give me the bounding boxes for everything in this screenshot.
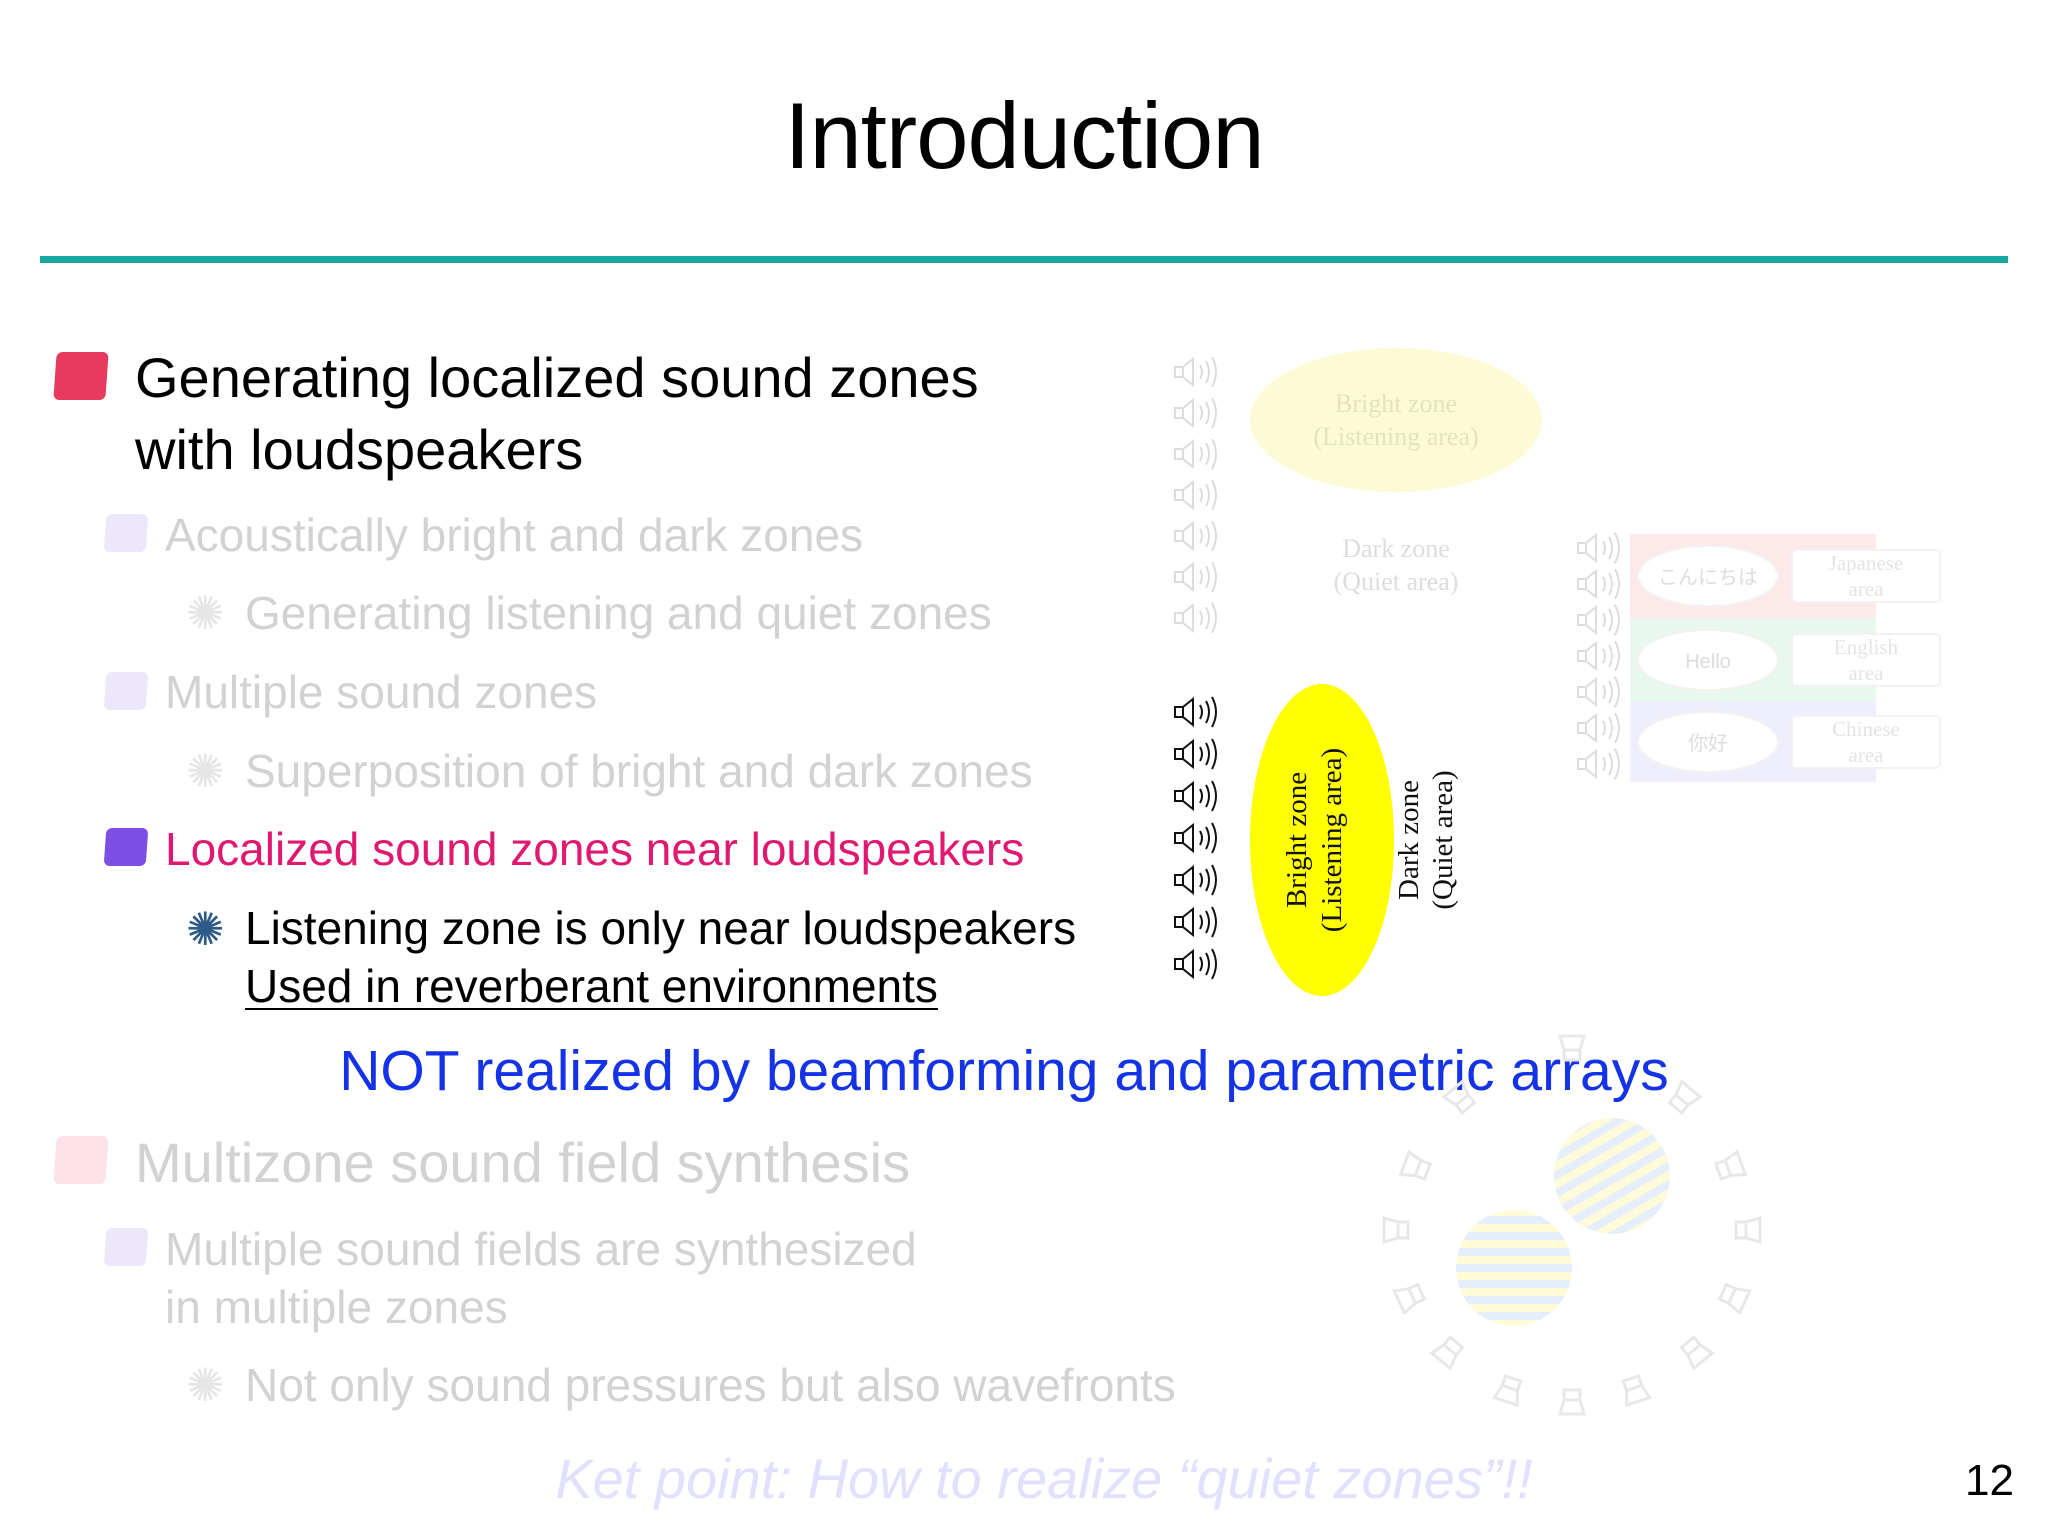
bullet-1b: Multiple sound zones	[165, 666, 598, 718]
loudspeaker-icon	[1491, 1374, 1523, 1408]
speech-bubble	[1637, 711, 1779, 773]
area-label-japanese-2: area	[1849, 577, 1885, 601]
bubble-text-english: Hello	[1685, 651, 1731, 673]
star-bullet-icon: ✺	[186, 587, 225, 639]
bullet-1-line-1: Generating localized sound zones	[135, 346, 979, 409]
bubble-text-japanese: こんにちは	[1658, 565, 1758, 589]
loudspeaker-icon	[1713, 1149, 1748, 1181]
bullet-2: Multizone sound field synthesis	[135, 1131, 911, 1194]
loudspeaker-icon	[1174, 561, 1217, 593]
loudspeaker-icon	[1174, 397, 1217, 429]
loudspeaker-icon	[1679, 1335, 1715, 1371]
loudspeaker-icon	[1577, 676, 1620, 708]
square-bullet-icon	[53, 352, 109, 400]
loudspeaker-icon	[1174, 356, 1217, 388]
loudspeaker-icon	[1577, 568, 1620, 600]
loudspeaker-icon	[1174, 438, 1217, 470]
loudspeaker-icon	[1734, 1216, 1762, 1244]
loudspeaker-icon	[1174, 602, 1217, 634]
dark-zone-label-2: (Quiet area)	[1427, 770, 1459, 909]
area-label-box	[1791, 633, 1941, 687]
bullet-1c-sub-2: Used in reverberant environments	[245, 960, 938, 1012]
square-bullet-icon	[53, 1136, 109, 1184]
faded-speaker-array-lang	[1577, 532, 1620, 780]
bullet-1a: Acoustically bright and dark zones	[165, 509, 864, 561]
square-bullet-icon	[103, 828, 149, 866]
loudspeaker-icon	[1174, 780, 1217, 812]
speech-bubble	[1637, 629, 1779, 691]
loudspeaker-icon	[1429, 1335, 1465, 1371]
loudspeaker-icon	[1174, 822, 1217, 854]
bullet-1a-sub: Generating listening and quiet zones	[245, 587, 992, 639]
loudspeaker-icon	[1392, 1282, 1427, 1316]
loudspeaker-icon	[1558, 1388, 1586, 1416]
star-bullet-icon: ✺	[186, 903, 225, 955]
key-point-text: Ket point: How to realize “quiet zones”!…	[555, 1447, 1533, 1510]
square-bullet-icon	[103, 672, 149, 710]
japanese-area-band	[1630, 534, 1876, 618]
english-area-band	[1630, 618, 1876, 702]
bullet-1-line-2: with loudspeakers	[135, 418, 584, 481]
faded-bright-zone	[1250, 348, 1542, 492]
faded-bright-zone-label-2: (Listening area)	[1313, 422, 1478, 451]
loudspeaker-icon	[1577, 532, 1620, 564]
square-bullet-icon	[103, 514, 149, 552]
loudspeaker-icon	[1577, 604, 1620, 636]
loudspeaker-icon	[1621, 1374, 1653, 1408]
star-bullet-icon: ✺	[186, 745, 225, 797]
loudspeaker-icon	[1174, 948, 1217, 980]
area-label-chinese-1: Chinese	[1832, 717, 1900, 741]
bullet-2a-line-2: in multiple zones	[165, 1281, 508, 1333]
loudspeaker-icon	[1174, 520, 1217, 552]
bubble-text-chinese: 你好	[1688, 731, 1728, 755]
area-label-english-2: area	[1849, 661, 1885, 685]
loudspeaker-icon	[1174, 864, 1217, 896]
loudspeaker-icon	[1577, 712, 1620, 744]
loudspeaker-icon	[1717, 1282, 1752, 1316]
slide-title: Introduction	[784, 83, 1264, 188]
loudspeaker-icon	[1577, 640, 1620, 672]
star-bullet-icon: ✺	[186, 1359, 225, 1411]
loudspeaker-icon	[1174, 906, 1217, 938]
bright-zone	[1250, 684, 1394, 996]
loudspeaker-icon	[1398, 1149, 1433, 1181]
sound-field-zone-1	[1554, 1118, 1670, 1234]
bright-zone-label-1: Bright zone	[1281, 772, 1313, 908]
bullet-2a-line-1: Multiple sound fields are synthesized	[165, 1223, 917, 1275]
faded-speaker-array-top	[1174, 356, 1217, 634]
area-label-box	[1791, 715, 1941, 769]
faded-bright-zone-label-1: Bright zone	[1335, 389, 1457, 418]
area-label-english-1: English	[1834, 635, 1899, 659]
loudspeaker-icon	[1382, 1216, 1410, 1244]
faded-dark-zone-label-1: Dark zone	[1342, 534, 1450, 563]
area-label-chinese-2: area	[1849, 743, 1885, 767]
sound-field-zone-2	[1456, 1210, 1572, 1326]
loudspeaker-icon	[1174, 479, 1217, 511]
bullet-2a-sub: Not only sound pressures but also wavefr…	[245, 1359, 1176, 1411]
area-label-box	[1791, 549, 1941, 603]
dark-zone-label-1: Dark zone	[1393, 780, 1425, 900]
speaker-array-near	[1174, 696, 1217, 980]
loudspeaker-icon	[1174, 738, 1217, 770]
title-divider	[40, 256, 2008, 263]
page-number: 12	[1965, 1456, 2014, 1505]
area-label-japanese-1: Japanese	[1829, 551, 1904, 575]
speech-bubble	[1637, 545, 1779, 607]
bullet-1c-sub-1: Listening zone is only near loudspeakers	[245, 902, 1077, 954]
faded-dark-zone-label-2: (Quiet area)	[1334, 567, 1459, 596]
loudspeaker-icon	[1174, 696, 1217, 728]
square-bullet-icon	[103, 1228, 149, 1266]
bright-zone-label-2: (Listening area)	[1316, 748, 1348, 932]
chinese-area-band	[1630, 702, 1876, 782]
bullet-1c: Localized sound zones near loudspeakers	[165, 823, 1025, 875]
bullet-1b-sub: Superposition of bright and dark zones	[245, 745, 1033, 797]
loudspeaker-icon	[1577, 748, 1620, 780]
callout-text: NOT realized by beamforming and parametr…	[339, 1039, 1669, 1103]
